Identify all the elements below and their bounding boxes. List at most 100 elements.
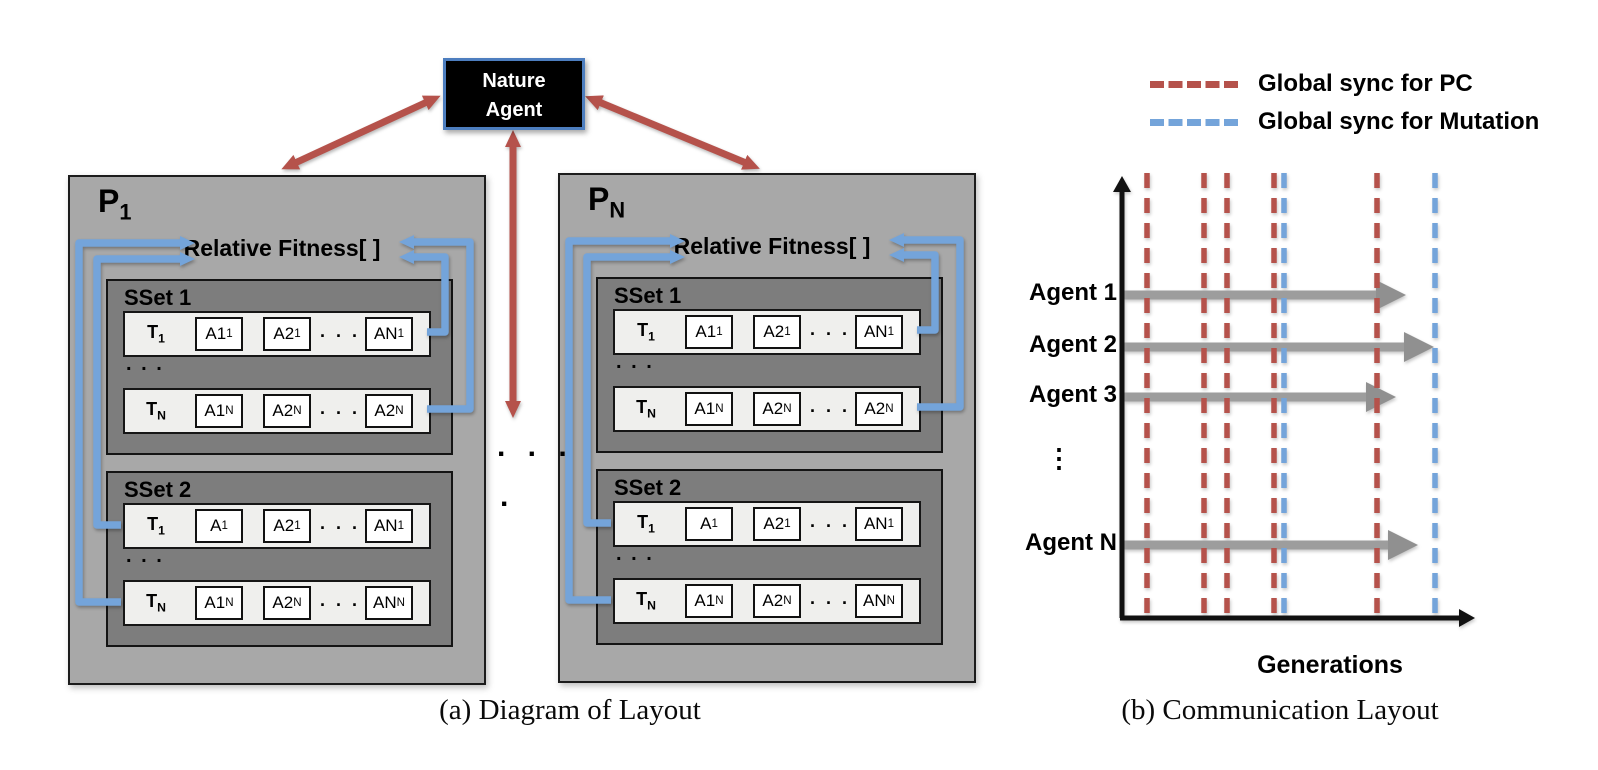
cell-sub: 1: [887, 518, 895, 530]
cell-base: A1: [694, 399, 716, 418]
task-sub: 1: [648, 329, 655, 344]
cell-base: A2: [374, 401, 396, 420]
cell-base: A2: [762, 399, 784, 418]
cell-base: AN: [863, 322, 888, 341]
cell-sub: 1: [294, 328, 301, 340]
task-base: T: [636, 589, 648, 610]
task-sub: N: [647, 406, 656, 421]
cell-sub: 1: [887, 326, 895, 338]
legend-item-pc: Global sync for PC: [1150, 69, 1539, 99]
cell-base: A1: [204, 593, 226, 612]
communication-chart: [1113, 173, 1475, 627]
nature-to-pn-arrow: [585, 95, 760, 170]
pc-dash-swatch: [1150, 80, 1238, 88]
relative-fitness-label: Relative Fitness[ ]: [673, 233, 871, 259]
cell-base: A2: [864, 399, 886, 418]
sset1-label: SSet 1: [614, 283, 682, 308]
panel-title-sub: N: [609, 197, 626, 223]
rows-ellipsis: . . .: [616, 351, 654, 373]
panel-title-base: P: [588, 181, 610, 217]
sset2-label: SSet 2: [614, 475, 682, 500]
cell-sub: N: [715, 595, 724, 607]
cell-sub: N: [293, 597, 302, 609]
task-cell: T1: [615, 320, 677, 344]
rows-ellipsis: . . .: [616, 543, 654, 565]
task-sub: N: [157, 408, 166, 423]
cell-sub: 1: [397, 328, 405, 340]
cell-sub: N: [225, 597, 234, 609]
cell-base: AN: [373, 593, 397, 612]
cell-base: AN: [373, 324, 398, 343]
cell-sub: N: [886, 595, 895, 607]
task-cell: TN: [125, 591, 187, 615]
task-cell: TN: [615, 397, 677, 421]
row-ellipsis: . . .: [319, 320, 360, 341]
sset1-label: SSet 1: [124, 285, 192, 310]
cell-base: A1: [694, 591, 716, 610]
sset2-row1-to-fitness-arrow: [583, 250, 685, 527]
cell-sub: N: [885, 403, 894, 415]
task-sub: N: [157, 600, 166, 615]
cell-sub: 1: [784, 518, 791, 530]
legend-label-pc: Global sync for PC: [1258, 70, 1473, 97]
cell-sub: 1: [221, 520, 228, 532]
task-base: T: [147, 514, 159, 535]
x-axis-label: Generations: [1257, 651, 1403, 679]
cell-base: AN: [863, 514, 888, 533]
cell-base: A: [210, 516, 222, 535]
cell-sub: 1: [716, 326, 723, 338]
legend-item-mutation: Global sync for Mutation: [1150, 107, 1539, 137]
cell-base: AN: [863, 591, 887, 610]
cell-base: A2: [762, 591, 784, 610]
row-ellipsis: . . .: [319, 397, 360, 418]
task-base: T: [636, 397, 648, 418]
task-cell: TN: [615, 589, 677, 613]
row-ellipsis: . . .: [809, 395, 850, 416]
panel-title-base: P: [98, 183, 120, 219]
cell-sub: N: [715, 403, 724, 415]
nature-to-p1-arrow: [281, 95, 441, 170]
cell-sub: 1: [784, 326, 791, 338]
row-ellipsis: . . .: [319, 589, 360, 610]
cell-sub: 1: [711, 518, 718, 530]
populations-ellipsis-dot: .: [500, 480, 509, 513]
rows-ellipsis: . . .: [126, 545, 164, 567]
cell-base: AN: [373, 516, 398, 535]
row-ellipsis: . . .: [809, 587, 850, 608]
cell-sub: N: [783, 595, 792, 607]
caption-b: (b) Communication Layout: [1121, 694, 1439, 726]
cell-sub: N: [293, 405, 302, 417]
cell-base: A1: [205, 324, 227, 343]
task-base: T: [146, 591, 158, 612]
cell-sub: 1: [226, 328, 233, 340]
relative-fitness-label: Relative Fitness[ ]: [183, 235, 381, 261]
rows-ellipsis: . . .: [126, 353, 164, 375]
sset1-row1-to-fitness-arrow: [399, 250, 449, 336]
task-base: T: [147, 322, 159, 343]
sset1-rowN-to-fitness-arrow: [399, 235, 474, 413]
cell-sub: 1: [397, 520, 405, 532]
sset1-row1-to-fitness-arrow: [889, 248, 939, 334]
